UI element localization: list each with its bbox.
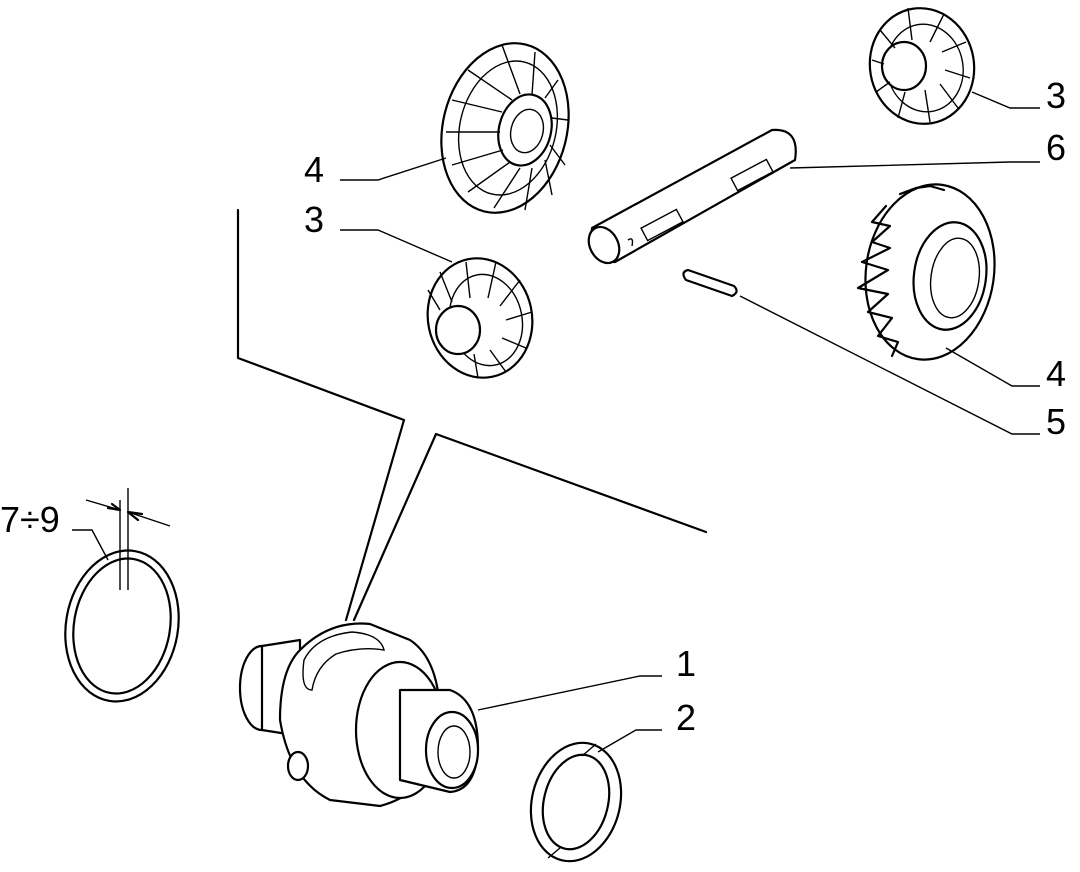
label-shim-range: 7÷9 (0, 499, 60, 540)
label-part-3-top: 3 (1046, 75, 1067, 116)
label-part-6: 6 (1046, 127, 1067, 168)
differential-housing (238, 622, 480, 808)
pinion-gear-top-right (868, 7, 976, 125)
differential-pin (587, 128, 797, 265)
label-part-4-left: 4 (304, 149, 325, 190)
lock-pin (682, 268, 738, 298)
assembly-guide-lines (236, 208, 708, 622)
side-gear-right (856, 183, 996, 361)
label-part-3-left: 3 (304, 199, 325, 240)
thrust-washer (529, 741, 623, 863)
label-part-2: 2 (676, 697, 697, 738)
leader-lines (72, 91, 1040, 753)
bevel-gear-large (440, 42, 570, 214)
pinion-gear-left (426, 257, 534, 379)
label-part-5: 5 (1046, 401, 1067, 442)
label-part-1: 1 (676, 643, 697, 684)
shim-ring (64, 488, 180, 703)
label-part-4-right: 4 (1046, 353, 1067, 394)
